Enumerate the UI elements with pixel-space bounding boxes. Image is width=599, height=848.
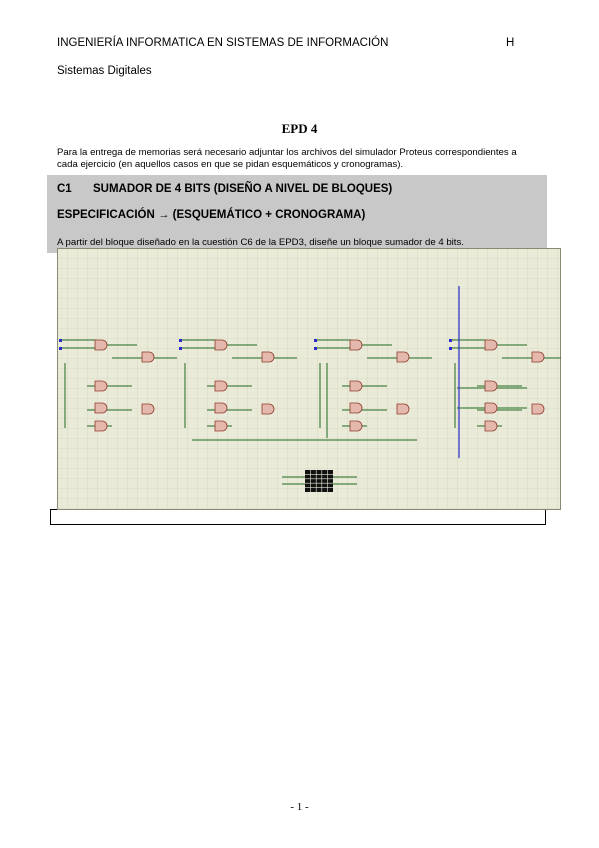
exercise-statement: A partir del bloque diseñado en la cuest… — [57, 237, 464, 248]
logic-gate — [349, 420, 363, 432]
logic-gate — [94, 380, 108, 392]
probe-marker — [59, 347, 62, 350]
logic-gate — [484, 420, 498, 432]
exercise-heading: SUMADOR DE 4 BITS (DISEÑO A NIVEL DE BLO… — [93, 183, 393, 195]
logic-gate — [531, 403, 545, 415]
logic-gate — [94, 420, 108, 432]
logic-gate — [94, 402, 108, 414]
intro-line-2: cada ejercicio (en aquellos casos en que… — [57, 158, 404, 170]
schematic-image — [57, 248, 561, 510]
institution-header: INGENIERÍA INFORMATICA EN SISTEMAS DE IN… — [57, 37, 389, 49]
probe-marker — [179, 347, 182, 350]
display-block — [305, 470, 333, 492]
document-title: EPD 4 — [281, 121, 318, 136]
exercise-box — [47, 175, 547, 253]
header-letter: H — [506, 37, 515, 49]
logic-gate — [261, 403, 275, 415]
probe-marker — [314, 339, 317, 342]
logic-gate — [484, 339, 498, 351]
course-name: Sistemas Digitales — [57, 65, 152, 77]
logic-gate — [94, 339, 108, 351]
probe-marker — [59, 339, 62, 342]
logic-gate — [214, 339, 228, 351]
logic-gate — [214, 380, 228, 392]
page-number: - 1 - — [290, 801, 309, 813]
probe-marker — [314, 347, 317, 350]
logic-gate — [484, 380, 498, 392]
logic-gate — [349, 380, 363, 392]
logic-gate — [396, 403, 410, 415]
schematic-drawing — [57, 248, 561, 510]
logic-gate — [214, 402, 228, 414]
logic-gate — [396, 351, 410, 363]
logic-gate — [214, 420, 228, 432]
logic-gate — [261, 351, 275, 363]
logic-gate — [531, 351, 545, 363]
logic-gate — [484, 402, 498, 414]
logic-gate — [349, 402, 363, 414]
intro-paragraph: Para la entrega de memorias será necesar… — [57, 147, 547, 170]
answer-frame — [50, 509, 546, 525]
probe-marker — [179, 339, 182, 342]
logic-gate — [349, 339, 363, 351]
exercise-code: C1 — [57, 183, 72, 195]
intro-line-1: Para la entrega de memorias será necesar… — [57, 147, 517, 158]
probe-marker — [449, 347, 452, 350]
logic-gate — [141, 351, 155, 363]
probe-marker — [449, 339, 452, 342]
specification-line: ESPECIFICACIÓN → (ESQUEMÁTICO + CRONOGRA… — [57, 209, 366, 221]
logic-gate — [141, 403, 155, 415]
